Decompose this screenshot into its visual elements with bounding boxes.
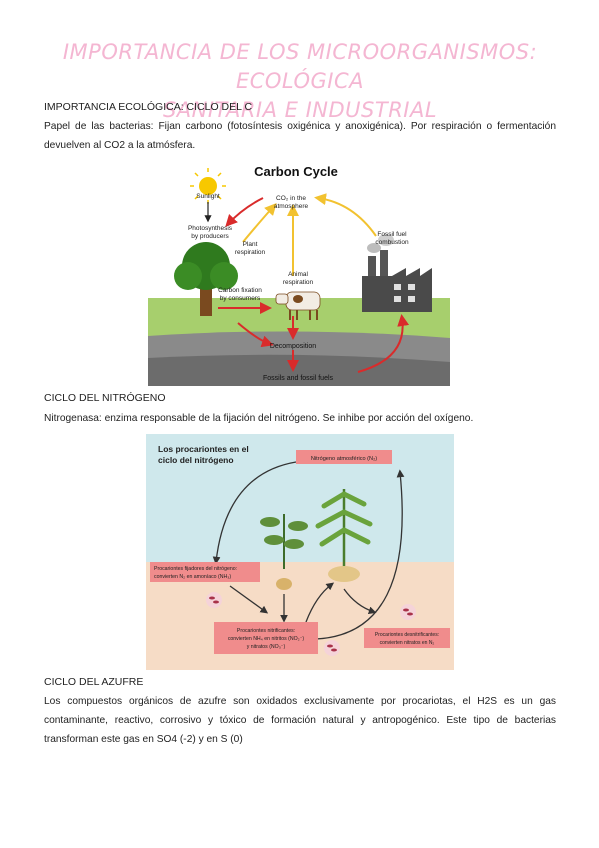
small-plant-icon [260, 514, 308, 590]
section-heading-nitrogen: CICLO DEL NITRÓGENO [44, 392, 166, 404]
carbon-cycle-svg: Carbon Cycle Sunlight CO₂ in the atmosph… [148, 158, 450, 386]
large-plant-icon [315, 489, 373, 582]
fossil-combustion-label-line1: Fossil fuel [377, 231, 407, 238]
denitrifiers-label-box [364, 628, 450, 648]
co2-label-line1: CO₂ in the [276, 195, 306, 202]
title-line-1: IMPORTANCIA DE LOS MICROORGANISMOS: ECOL… [62, 40, 538, 93]
paragraph-sulfur: Los compuestos orgánicos de azufre son o… [44, 696, 556, 745]
nitrifiers-label-line1: Procariontes nitrificantes: [237, 628, 295, 634]
nitrifiers-label-line2: convierten NH₄ en nitritos (NO₂⁻) [228, 636, 305, 642]
fossil-combustion-label-line2: combustion [375, 239, 409, 246]
bacteria-icon-2 [400, 604, 416, 620]
fossils-to-factory-arrow [357, 314, 410, 373]
combustion-arrow [314, 193, 377, 237]
plant-respiration-label-line2: respiration [235, 249, 266, 256]
decomposition-label: Decomposition [270, 343, 316, 350]
fixers-to-nitrifiers-arrow [229, 585, 269, 614]
carbon-cycle-title: Carbon Cycle [254, 164, 338, 179]
plant-respiration-arrow [242, 203, 277, 243]
carbon-fixation-label-line2: by consumers [220, 295, 261, 302]
animal-respiration-label-line2: respiration [283, 279, 314, 286]
fixers-label-line1: Procariontes fijadores del nitrógeno: [154, 566, 237, 572]
fossil-layer [148, 354, 450, 386]
plant-respiration-label-line1: Plant [243, 241, 258, 248]
cow-icon [275, 291, 321, 320]
fixers-label-box [150, 562, 260, 582]
denitrifiers-label-line2: convierten nitratos en N₂ [380, 640, 435, 646]
factory-icon [362, 234, 432, 312]
carbon-cycle-figure: Carbon Cycle Sunlight CO₂ in the atmosph… [148, 158, 450, 386]
paragraph-nitrogen: Nitrogenasa: enzima responsable de la fi… [44, 413, 474, 424]
nitrifiers-to-plant-arrow [305, 582, 335, 623]
denitrifiers-to-atm-arrow [315, 469, 405, 640]
plant-to-denitrifiers-arrow [343, 588, 377, 615]
title-line-2: SANITARIA E INDUSTRIAL [162, 98, 438, 122]
nitrifiers-label-box [214, 622, 318, 654]
photosynthesis-label-line1: Photosynthesis [188, 225, 233, 232]
fossils-label: Fossils and fossil fuels [263, 375, 334, 382]
tree-to-decomposition-arrow [237, 322, 274, 348]
atm-label-box [296, 450, 392, 464]
co2-to-photosynthesis-arrow [225, 197, 264, 227]
animal-respiration-label-line1: Animal [288, 271, 308, 278]
paragraph-carbon: Papel de las bacterias: Fijan carbono (f… [44, 121, 556, 151]
section-heading-sulfur: CICLO DEL AZUFRE [44, 676, 144, 688]
bacteria-icon-1 [206, 592, 222, 608]
fixers-label-line2: convierten N₂ en amoníaco (NH₃) [154, 574, 231, 580]
nitrogen-cycle-figure: Los procariontes en el ciclo del nitróge… [146, 434, 454, 670]
co2-label-line2: atmosphere [274, 203, 309, 210]
nitrifiers-label-line3: y nitratos (NO₃⁻) [247, 644, 286, 650]
section-heading-carbon: IMPORTANCIA ECOLÓGICA: CICLO DEL C [44, 101, 253, 113]
page-title: IMPORTANCIA DE LOS MICROORGANISMOS: ECOL… [20, 38, 580, 125]
photosynthesis-label-line2: by producers [191, 233, 229, 240]
tree-icon [174, 242, 238, 316]
atm-label: Nitrógeno atmosférico (N₂) [311, 456, 377, 462]
nitrogen-title-line2: ciclo del nitrógeno [158, 455, 234, 465]
sunlight-label: Sunlight [196, 193, 220, 200]
denitrifiers-label-line1: Procariontes desnitrificantes: [375, 632, 439, 638]
nitrogen-cycle-svg: Los procariontes en el ciclo del nitróge… [146, 434, 454, 670]
bacteria-icon-3 [324, 640, 340, 656]
atm-to-fixers-arrow [212, 461, 297, 565]
nitrogen-title-line1: Los procariontes en el [158, 444, 249, 454]
carbon-fixation-label-line1: Carbon fixation [218, 287, 262, 294]
